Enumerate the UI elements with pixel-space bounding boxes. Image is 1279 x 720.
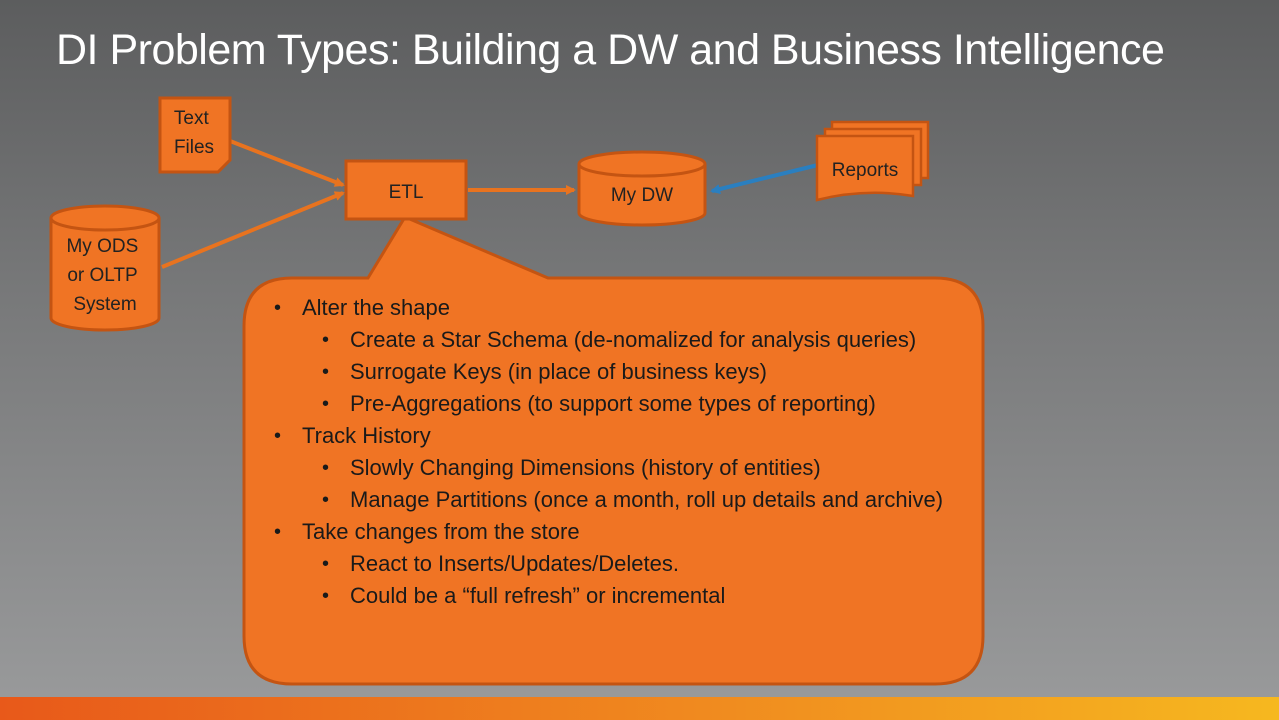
database-icon <box>49 218 161 332</box>
etl-node: ETL <box>344 159 468 221</box>
arrow-ods-to-etl <box>161 191 345 269</box>
sub-bullet-item: Manage Partitions (once a month, roll up… <box>272 484 962 516</box>
etl-label: ETL <box>389 182 424 203</box>
dw-label: My DW <box>611 185 673 206</box>
sub-bullet-item: Create a Star Schema (de-nomalized for a… <box>272 324 962 356</box>
ods-database-node: My ODS or OLTP System <box>49 204 161 332</box>
document-stack-icon <box>815 134 915 202</box>
document-icon <box>158 96 232 174</box>
callout-bullets: Alter the shapeCreate a Star Schema (de-… <box>272 292 962 612</box>
text-files-node: Text Files <box>158 96 232 174</box>
bullet-item: Alter the shape <box>272 292 962 324</box>
sub-bullet-item: React to Inserts/Updates/Deletes. <box>272 548 962 580</box>
bullet-item: Take changes from the store <box>272 516 962 548</box>
slide-title: DI Problem Types: Building a DW and Busi… <box>56 26 1165 74</box>
sub-bullet-item: Surrogate Keys (in place of business key… <box>272 356 962 388</box>
sub-bullet-item: Pre-Aggregations (to support some types … <box>272 388 962 420</box>
reports-node: Reports <box>815 120 930 202</box>
dw-database-node: My DW <box>577 150 707 227</box>
ods-line3: System <box>73 294 136 315</box>
ods-line1: My ODS <box>66 236 138 257</box>
bullet-item: Track History <box>272 420 962 452</box>
bullet-list: Alter the shapeCreate a Star Schema (de-… <box>272 292 962 612</box>
arrow-reports-to-dw <box>710 163 819 194</box>
sub-bullet-item: Slowly Changing Dimensions (history of e… <box>272 452 962 484</box>
sub-bullet-item: Could be a “full refresh” or incremental <box>272 580 962 612</box>
svg-text:Text Files: Text Files <box>174 108 214 158</box>
bottom-accent-bar <box>0 697 1279 720</box>
text-files-line1: Text <box>174 108 210 129</box>
arrow-textfiles-to-etl <box>229 139 345 187</box>
ods-line2: or OLTP <box>67 265 137 286</box>
database-icon <box>577 164 707 227</box>
svg-text:My ODS or OLTP Sys: My ODS or OLTP System <box>66 236 143 315</box>
reports-label: Reports <box>832 160 899 181</box>
text-files-line2: Files <box>174 137 214 158</box>
